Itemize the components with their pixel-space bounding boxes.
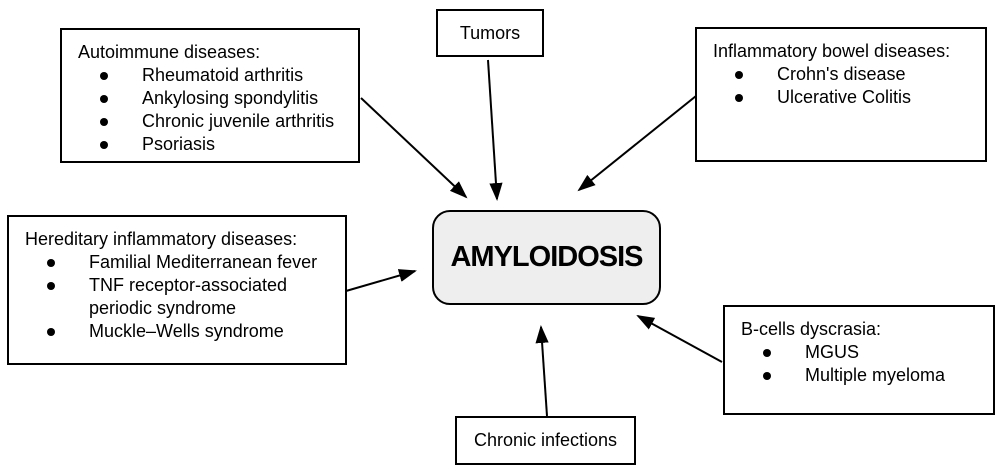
amyloidosis-label: AMYLOIDOSIS xyxy=(450,241,643,273)
list-item: Psoriasis xyxy=(62,133,358,156)
chronic-infections-box: Chronic infections xyxy=(455,416,636,465)
box-items: Rheumatoid arthritis Ankylosing spondyli… xyxy=(62,64,358,156)
arrow-autoimmune-to-amyloidosis xyxy=(360,97,468,199)
b-cells-dyscrasia-box: B-cells dyscrasia: MGUS Multiple myeloma xyxy=(723,305,995,415)
box-title: B-cells dyscrasia: xyxy=(741,319,882,339)
bullet-icon xyxy=(735,94,743,102)
bullet-icon xyxy=(47,259,55,267)
arrow-tumors-to-amyloidosis xyxy=(487,59,503,201)
arrow-ibd-to-amyloidosis xyxy=(577,95,697,192)
arrow-chronic-to-amyloidosis xyxy=(535,325,549,417)
list-item-text: Chronic juvenile arthritis xyxy=(142,111,335,131)
list-item: Ulcerative Colitis xyxy=(697,86,985,109)
amyloidosis-node: AMYLOIDOSIS xyxy=(432,210,661,305)
list-item-text: Rheumatoid arthritis xyxy=(142,65,304,85)
list-item: Ankylosing spondylitis xyxy=(62,87,358,110)
list-item: Muckle–Wells syndrome xyxy=(9,320,345,343)
list-item: Chronic juvenile arthritis xyxy=(62,110,358,133)
bullet-icon xyxy=(47,282,55,290)
list-item: Multiple myeloma xyxy=(725,364,993,387)
list-item: TNF receptor-associated periodic syndrom… xyxy=(9,274,345,320)
list-item-text: TNF receptor-associated periodic syndrom… xyxy=(89,275,288,318)
bullet-icon xyxy=(763,349,771,357)
list-item: Rheumatoid arthritis xyxy=(62,64,358,87)
list-item-text: Psoriasis xyxy=(142,134,216,154)
list-item-text: Ulcerative Colitis xyxy=(777,87,912,107)
arrow-bcells-to-amyloidosis xyxy=(636,315,723,363)
list-item-text: Muckle–Wells syndrome xyxy=(89,321,284,341)
list-item: MGUS xyxy=(725,341,993,364)
box-title: Chronic infections xyxy=(473,430,618,450)
arrow-hereditary-to-amyloidosis xyxy=(345,269,417,292)
box-title: Hereditary inflammatory diseases: xyxy=(25,229,298,249)
list-item: Familial Mediterranean fever xyxy=(9,251,345,274)
inflammatory-bowel-diseases-box: Inflammatory bowel diseases: Crohn's dis… xyxy=(695,27,987,162)
box-items: Familial Mediterranean fever TNF recepto… xyxy=(9,251,345,343)
bullet-icon xyxy=(763,372,771,380)
list-item-text: Familial Mediterranean fever xyxy=(89,252,318,272)
list-item-text: Multiple myeloma xyxy=(805,365,946,385)
bullet-icon xyxy=(735,71,743,79)
hereditary-inflammatory-diseases-box: Hereditary inflammatory diseases: Famili… xyxy=(7,215,347,365)
bullet-icon xyxy=(100,118,108,126)
box-title: Autoimmune diseases: xyxy=(78,42,261,62)
box-items: Crohn's disease Ulcerative Colitis xyxy=(697,63,985,109)
list-item: Crohn's disease xyxy=(697,63,985,86)
autoimmune-diseases-box: Autoimmune diseases: Rheumatoid arthriti… xyxy=(60,28,360,163)
list-item-text: MGUS xyxy=(805,342,859,362)
list-item-text: Ankylosing spondylitis xyxy=(142,88,319,108)
bullet-icon xyxy=(100,141,108,149)
box-title: Tumors xyxy=(459,22,521,43)
bullet-icon xyxy=(100,95,108,103)
box-items: MGUS Multiple myeloma xyxy=(725,341,993,387)
box-title: Inflammatory bowel diseases: xyxy=(713,41,951,61)
tumors-box: Tumors xyxy=(436,9,544,57)
list-item-text: Crohn's disease xyxy=(777,64,906,84)
bullet-icon xyxy=(47,328,55,336)
bullet-icon xyxy=(100,72,108,80)
